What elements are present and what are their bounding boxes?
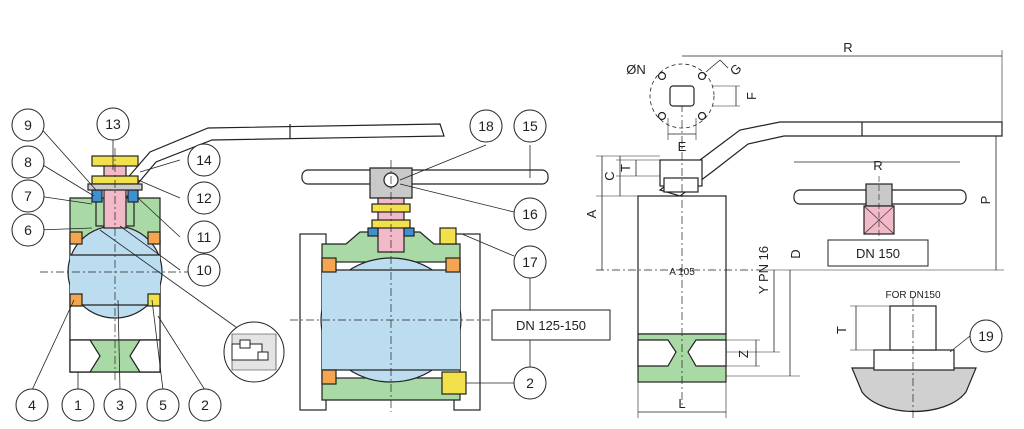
dim-g: G (727, 61, 745, 79)
right-dimension-labels: R ØN G F E C T A P D Y PN 16 Z L A 105 (584, 40, 993, 411)
callout-circle (96, 107, 130, 141)
callout-circle (513, 197, 547, 231)
dn-150-box: DN 150 (827, 239, 929, 267)
dim-l: L (678, 396, 685, 411)
left-section-view (31, 123, 445, 391)
dn150-stem-detail (850, 298, 977, 418)
dim-t: T (618, 164, 633, 172)
dim-e: E (678, 139, 687, 154)
seal-detail-circle (223, 321, 285, 383)
callout-7: 7 (24, 188, 32, 204)
left-callouts (11, 107, 222, 422)
callout-circle (15, 388, 49, 422)
callout-circle (513, 245, 547, 279)
callout-18: 18 (478, 118, 494, 134)
callout-10: 10 (196, 262, 212, 278)
dim-n: ØN (626, 62, 646, 77)
dim-r: R (843, 40, 852, 55)
callout-circle (187, 181, 221, 215)
material-a105: A 105 (669, 267, 695, 278)
callout-16: 16 (522, 206, 538, 222)
handle-inset (793, 161, 967, 242)
inset-r: R (873, 158, 882, 173)
callout-circle (61, 388, 95, 422)
middle-callout-labels: 18 15 16 17 2 (478, 118, 538, 391)
dim-c: C (602, 171, 617, 180)
detail-t: T (834, 326, 849, 334)
callout-14: 14 (196, 152, 212, 168)
dim-p: P (978, 196, 993, 205)
callout-circle (11, 145, 45, 179)
right-elevation-view (596, 50, 1004, 418)
dim-y: Y PN 16 (756, 246, 771, 294)
dn-150-label: DN 150 (856, 246, 900, 261)
callout-circle (469, 109, 503, 143)
callout-circle (188, 388, 222, 422)
dim-f: F (744, 92, 759, 100)
callout-13: 13 (105, 116, 121, 132)
dn-125-150-label: DN 125-150 (516, 318, 586, 333)
callout-circle (187, 143, 221, 177)
callout-circle (11, 108, 45, 142)
callout-12: 12 (196, 190, 212, 206)
callout-circle (513, 366, 547, 400)
callout-circle (187, 220, 221, 254)
callout-1: 1 (74, 397, 82, 413)
callout-17: 17 (522, 254, 538, 270)
callout-circle (146, 388, 180, 422)
callout-6: 6 (24, 222, 32, 238)
callout-5: 5 (159, 397, 167, 413)
callout-2: 2 (201, 397, 209, 413)
callout-8: 8 (24, 154, 32, 170)
callout-circle (103, 388, 137, 422)
callout-circle (11, 179, 45, 213)
dim-d: D (788, 249, 803, 258)
callout-15: 15 (522, 118, 538, 134)
dim-z: Z (736, 350, 751, 358)
callout-11: 11 (197, 229, 212, 245)
callout-19: 19 (978, 328, 994, 344)
callout-circle (11, 213, 45, 247)
left-callout-labels: 9 13 8 14 7 12 6 11 10 4 1 3 5 2 (24, 116, 212, 413)
dim-a: A (584, 209, 599, 218)
dn-125-150-box: DN 125-150 (491, 309, 611, 341)
callout-4: 4 (28, 397, 36, 413)
callout-9: 9 (24, 117, 32, 133)
callout-3: 3 (116, 397, 124, 413)
callout-2b: 2 (526, 375, 534, 391)
middle-callouts (469, 109, 547, 400)
callout-circle (513, 109, 547, 143)
callout-circle (187, 253, 221, 287)
callout-circle (969, 319, 1003, 353)
middle-section-view (290, 144, 549, 412)
detail-title: FOR DN150 (885, 290, 940, 301)
